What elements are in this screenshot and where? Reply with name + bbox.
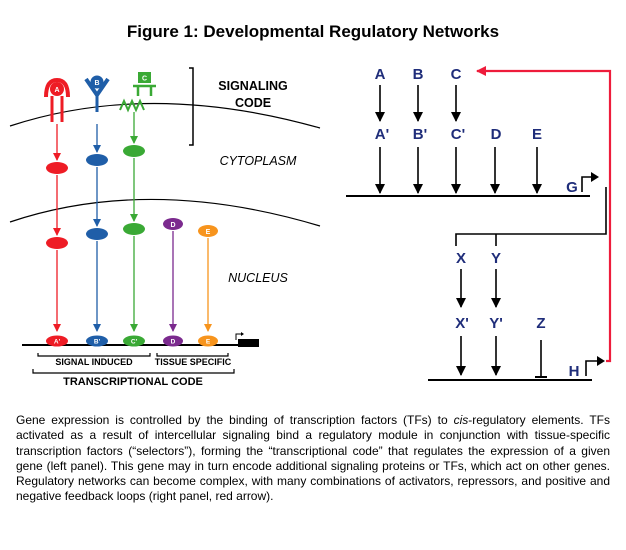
input-x: X xyxy=(456,250,466,267)
svg-text:C': C' xyxy=(131,339,138,346)
receptor-c: C xyxy=(119,72,156,113)
promoter-arrow xyxy=(235,333,242,340)
signal-a-cytoplasm xyxy=(46,162,68,174)
signal-induced-bracket xyxy=(37,353,151,357)
nucleus-label: NUCLEUS xyxy=(228,271,288,285)
input-a: A xyxy=(375,66,386,83)
left-panel: SIGNALING CODE CYTOPLASM NUCLEUS A B C xyxy=(9,67,321,388)
caption-italic: cis xyxy=(453,413,469,427)
receptor-a: A xyxy=(44,77,70,122)
signal-induced-label: SIGNAL INDUCED xyxy=(55,357,133,367)
tissue-factor-e xyxy=(198,225,218,237)
active-d: D xyxy=(491,126,502,143)
active-y: Y' xyxy=(489,315,503,332)
svg-text:E: E xyxy=(206,339,211,346)
bound-factor-e: E xyxy=(198,335,218,347)
figure-caption: Gene expression is controlled by the bin… xyxy=(16,413,610,505)
signaling-code-label-2: CODE xyxy=(235,96,271,110)
transcriptional-code-label: TRANSCRIPTIONAL CODE xyxy=(63,376,203,388)
receptor-c-label: C xyxy=(142,76,147,83)
caption-part-1: Gene expression is controlled by the bin… xyxy=(16,413,454,427)
gene-g-promoter xyxy=(581,176,592,192)
bound-factor-b: B' xyxy=(86,335,108,347)
figure-title: Figure 1: Developmental Regulatory Netwo… xyxy=(126,22,500,41)
signal-c-nucleus xyxy=(123,223,145,235)
input-b: B xyxy=(413,66,424,83)
receptor-b: B xyxy=(84,75,110,112)
gene-g-output xyxy=(455,187,607,246)
signaling-bracket xyxy=(189,67,194,146)
active-e: E xyxy=(532,126,542,143)
svg-text:B': B' xyxy=(94,339,101,346)
receptor-b-label: B xyxy=(94,80,99,87)
signaling-code-label-1: SIGNALING xyxy=(218,79,287,93)
bound-factor-d: D xyxy=(163,335,183,347)
gene-h-label: H xyxy=(569,363,580,380)
active-c: C' xyxy=(451,126,465,143)
active-x: X' xyxy=(455,315,469,332)
tissue-factor-e-label: E xyxy=(206,229,211,236)
feedback-arrow xyxy=(476,66,612,363)
svg-text:D: D xyxy=(171,339,176,346)
right-panel: A B C A' B' C' D E G X Y X' Y' Z xyxy=(346,66,612,381)
receptor-a-label: A xyxy=(54,87,59,94)
repressor-z: Z xyxy=(536,315,545,332)
active-b: B' xyxy=(413,126,427,143)
signal-b-cytoplasm xyxy=(86,154,108,166)
gene-h-promoter xyxy=(585,360,598,376)
tissue-factor-d xyxy=(163,218,183,230)
input-c: C xyxy=(451,66,462,83)
bound-factor-a: A' xyxy=(46,335,68,347)
cell-membrane xyxy=(9,102,321,129)
signal-c-cytoplasm xyxy=(123,145,145,157)
input-y: Y xyxy=(491,250,501,267)
gene-g-label: G xyxy=(566,179,578,196)
nuclear-membrane xyxy=(9,198,321,227)
active-a: A' xyxy=(375,126,389,143)
signal-b-nucleus xyxy=(86,228,108,240)
tissue-factor-d-label: D xyxy=(170,222,175,229)
signal-a-nucleus xyxy=(46,237,68,249)
caption-part-2: -regulatory elements. TFs activated as a… xyxy=(16,413,610,504)
tissue-specific-label: TISSUE SPECIFIC xyxy=(155,357,232,367)
tissue-specific-bracket xyxy=(156,353,229,357)
cytoplasm-label: CYTOPLASM xyxy=(220,154,297,168)
gene-box xyxy=(238,339,259,347)
svg-text:A': A' xyxy=(54,339,61,346)
transcriptional-code-bracket xyxy=(32,369,235,374)
bound-factor-c: C' xyxy=(123,335,145,347)
